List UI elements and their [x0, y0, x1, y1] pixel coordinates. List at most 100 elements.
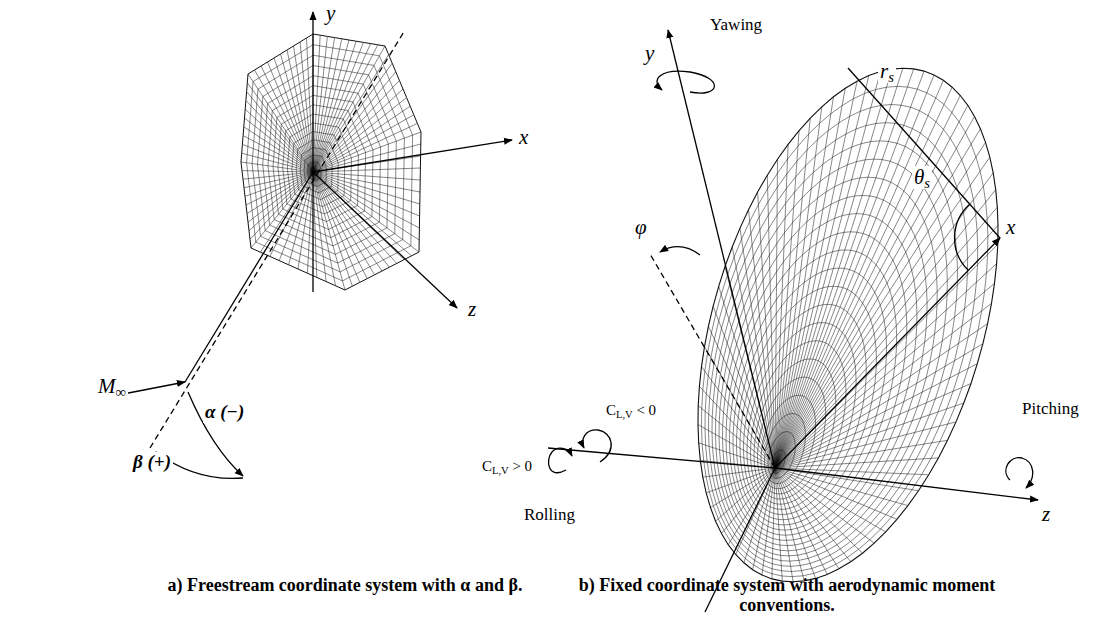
mesh-radial — [775, 157, 990, 468]
mesh-radial — [775, 107, 822, 468]
z-axis — [313, 172, 457, 308]
mesh-radial — [247, 92, 313, 172]
mesh-radial — [313, 80, 399, 172]
mesh-radial — [775, 80, 943, 468]
mesh-ring — [716, 159, 948, 556]
mesh-radial — [775, 225, 998, 468]
mesh-radial — [762, 468, 775, 575]
mesh-radial — [772, 468, 775, 579]
freestream-line — [185, 172, 313, 382]
mesh-ring — [726, 214, 917, 541]
mesh-radial — [775, 468, 827, 574]
projection-line — [150, 30, 405, 448]
mesh-radial — [245, 118, 314, 172]
mesh-radial — [313, 45, 378, 172]
axis-label: z — [466, 298, 478, 321]
mesh-radial — [270, 172, 313, 256]
roll-arrow — [549, 448, 572, 473]
mesh-radial — [243, 136, 313, 172]
x-axis — [313, 140, 512, 172]
mesh-radial — [313, 144, 421, 172]
mesh-radial — [775, 324, 988, 468]
mesh-radial — [728, 468, 775, 545]
roll-arrow — [583, 430, 612, 462]
phi-reference — [650, 254, 775, 468]
mesh-radial — [698, 406, 775, 468]
axis-label: y — [643, 42, 656, 65]
moment-sign: CL,V > 0 — [480, 458, 534, 475]
mesh-radial — [313, 172, 419, 228]
mesh-radial — [775, 283, 995, 468]
mesh-ring — [712, 141, 958, 561]
mesh-radial — [698, 425, 775, 468]
mesh-radial — [242, 171, 313, 172]
mesh-radial — [775, 159, 778, 468]
mesh-radial — [313, 42, 363, 172]
mesh-radial — [313, 46, 385, 172]
mesh-radial — [261, 66, 313, 172]
mesh-radial — [713, 306, 775, 468]
mesh-radial — [313, 123, 417, 172]
mesh-radial — [313, 172, 389, 267]
radius-label: rs — [878, 60, 896, 83]
mesh-radial — [313, 72, 396, 172]
mesh-radial — [699, 386, 775, 468]
capsule-mesh — [241, 34, 421, 290]
mesh-radial — [775, 384, 971, 469]
axes-right — [548, 30, 1038, 612]
mesh-ring — [744, 304, 867, 514]
mesh-radial — [775, 440, 948, 468]
mesh-ring — [758, 377, 826, 494]
mesh-radial — [268, 62, 314, 172]
axis-label: z — [1040, 503, 1052, 526]
angle-label: φ — [633, 216, 649, 239]
mesh-ring — [751, 341, 847, 504]
mesh-radial — [300, 42, 313, 172]
mesh-radial — [775, 118, 810, 468]
mesh-radial — [249, 172, 313, 231]
mesh-radial — [775, 468, 886, 532]
axis-label: x — [1004, 216, 1017, 239]
mesh-radial — [307, 38, 314, 172]
angle-label: α (−) — [203, 402, 246, 423]
caption: b) Fixed coordinate system with aerodyna… — [560, 576, 1014, 616]
mesh-radial — [775, 131, 799, 468]
mesh-radial — [775, 468, 851, 562]
radius-line — [848, 68, 1000, 238]
mesh-radial — [775, 105, 968, 468]
mesh-radial — [313, 36, 327, 172]
freestream-label: M∞ — [96, 375, 128, 398]
angle-label: β (+) — [131, 452, 173, 473]
mesh-radial — [775, 68, 903, 468]
mesh-radial — [775, 468, 863, 553]
mesh-radial — [775, 72, 880, 468]
mesh-radial — [775, 468, 908, 506]
mesh-radial — [313, 172, 352, 286]
mesh-ring — [698, 68, 998, 582]
mesh-ring — [737, 268, 887, 525]
mesh-radial — [246, 100, 313, 172]
axes-left — [118, 12, 512, 478]
mesh-radial — [313, 172, 326, 282]
mesh-radial — [775, 81, 857, 468]
mesh-radial — [703, 468, 775, 477]
y-axis — [312, 12, 313, 292]
mesh-radial — [775, 264, 997, 468]
z-axis — [775, 468, 1038, 500]
mesh-radial — [775, 403, 964, 468]
mesh-radial — [313, 40, 349, 172]
moment-label: Yawing — [708, 16, 764, 35]
mesh-radial — [775, 129, 980, 468]
mesh-radial — [245, 109, 313, 172]
mesh-radial — [313, 106, 410, 172]
caption: a) Freestream coordinate system with α a… — [108, 576, 582, 596]
mesh-radial — [244, 172, 313, 188]
y-axis — [668, 30, 775, 468]
mesh-radial — [247, 172, 313, 214]
mesh-radial — [244, 127, 313, 172]
mesh-radial — [775, 364, 977, 468]
theta-arc — [955, 204, 970, 270]
mesh-ring — [241, 34, 421, 290]
